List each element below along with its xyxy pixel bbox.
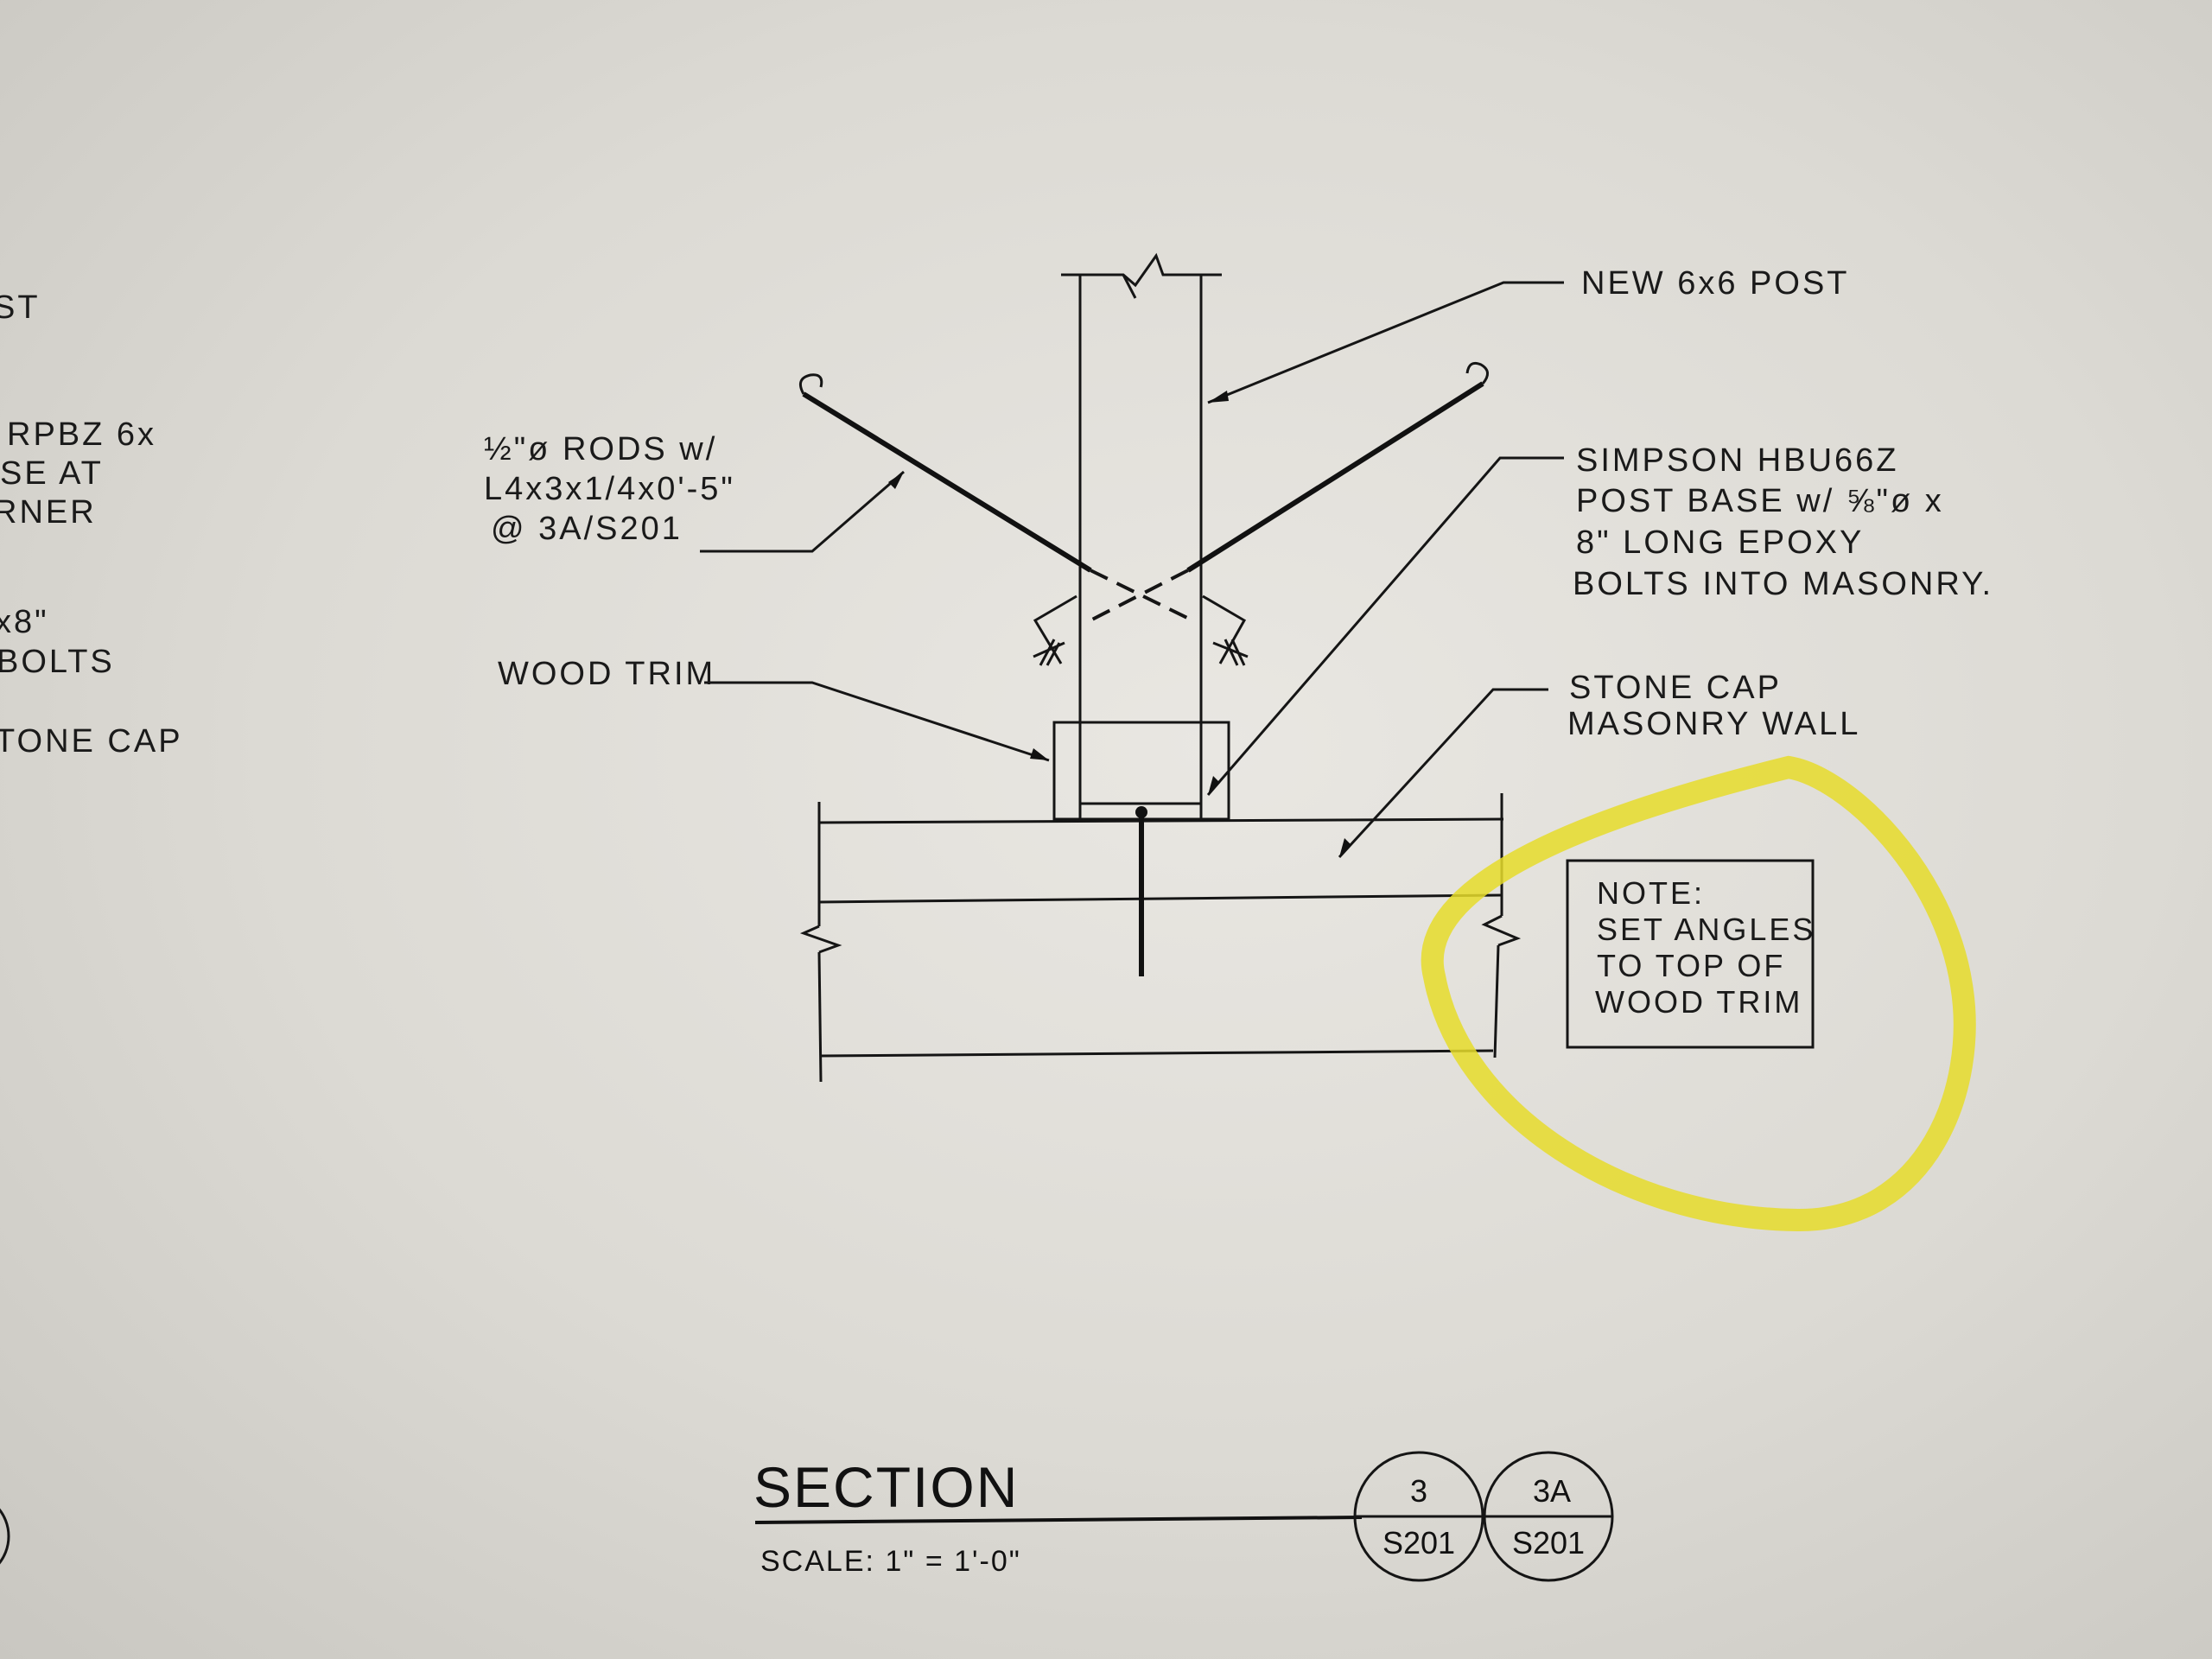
steel-angles [1033,594,1249,666]
left-note-fragment: x8" [0,604,49,640]
left-note-fragment: TONE CAP [0,723,183,760]
title-block: SECTION SCALE: 1" = 1'-0" [753,1455,1363,1578]
callout-bubble: 3 S201 [1353,1451,1484,1582]
label-simpson-line1: SIMPSON HBU66Z [1576,442,1899,479]
label-rods-line3: @ 3A/S201 [491,511,683,547]
post [1061,252,1222,821]
label-simpson-line2: POST BASE w/ ⅝"ø x [1576,483,1944,519]
label-rods-line1: ½"ø RODS w/ [484,431,717,467]
label-masonry-wall: MASONRY WALL [1567,706,1860,742]
label-rods-line2: L4x3x1/4x0'-5" [484,471,735,507]
note-line: TO TOP OF [1597,948,1785,983]
callout-detail-number: 3A [1533,1473,1571,1509]
left-note-fragment: BOLTS [0,644,115,680]
callout-labels: NEW 6x6 POST ½"ø RODS w/ L4x3x1/4x0'-5" … [484,265,1993,742]
diagonal-rods [798,361,1489,622]
left-note-fragment: RPBZ 6x [7,416,156,453]
callout-bubble: 3A S201 [1483,1451,1614,1582]
masonry-wall [799,793,1522,1083]
leader-lines [700,281,1564,859]
scale-label: SCALE: 1" = 1'-0" [760,1545,1021,1578]
note-box: NOTE: SET ANGLES TO TOP OF WOOD TRIM [1566,859,1815,1049]
section-title: SECTION [753,1455,1019,1519]
note-line: WOOD TRIM [1595,984,1802,1020]
note-line: SET ANGLES [1597,912,1815,947]
label-stone-cap: STONE CAP [1569,670,1782,706]
label-simpson-line4: BOLTS INTO MASONRY. [1573,566,1993,602]
left-note-fragment: RNER [0,494,97,531]
left-notes: ST RPBZ 6x SE AT RNER x8" BOLTS TONE CAP [0,289,183,760]
left-note-fragment: SE AT [0,455,104,492]
offscreen-callout-bubble [0,1508,10,1565]
label-simpson-line3: 8" LONG EPOXY [1576,524,1864,561]
section-callouts: 3 S201 3A S201 [1353,1451,1614,1582]
note-line: NOTE: [1597,875,1705,911]
label-new-post: NEW 6x6 POST [1581,265,1850,302]
left-note-fragment: ST [0,289,41,326]
callout-sheet-number: S201 [1512,1525,1585,1560]
callout-detail-number: 3 [1410,1473,1427,1509]
highlight-circle [1421,755,1976,1232]
callout-sheet-number: S201 [1382,1525,1455,1560]
label-wood-trim: WOOD TRIM [498,656,715,692]
